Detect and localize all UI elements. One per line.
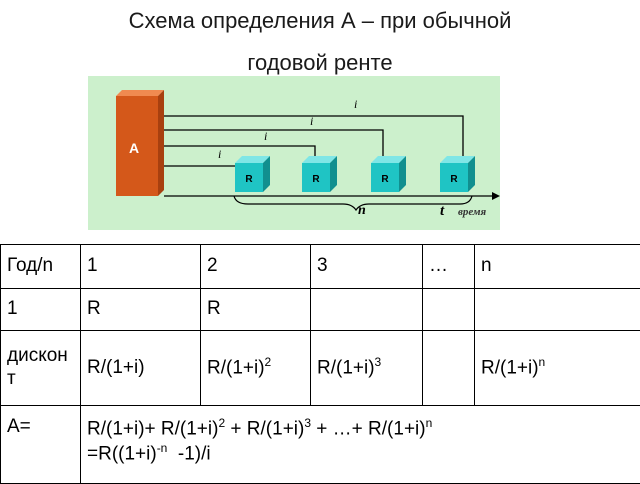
discount-term-n: R/(1+i) (481, 358, 539, 379)
annuity-scheme-diagram: А i i i i R R (88, 76, 500, 230)
formula-cell: R/(1+i)+ R/(1+i)2 + R/(1+i)3 + …+ R/(1+i… (81, 405, 640, 483)
exponent: 2 (265, 355, 272, 369)
period-brace (234, 196, 472, 210)
table-cell: n (475, 245, 640, 289)
payment-cube-1: R (235, 156, 270, 192)
time-label: время (458, 206, 487, 218)
block-a-label: А (129, 140, 139, 156)
formula-part: + …+ R/(1+i) (311, 418, 426, 439)
table-cell: R (201, 289, 311, 331)
table-row: 1 R R (1, 289, 640, 331)
payment-label-2: R (312, 174, 320, 185)
rate-label-2: i (264, 129, 267, 143)
block-a-top (116, 90, 164, 96)
discount-term-2: R/(1+i) (207, 358, 265, 379)
table-cell: 3 (311, 245, 423, 289)
line-to-payment-2 (164, 146, 315, 156)
n-label: n (358, 203, 366, 218)
table-cell: 2 (201, 245, 311, 289)
formula-part: + R/(1+i) (225, 418, 304, 439)
rate-label-1: i (218, 147, 221, 161)
rate-label-n: i (354, 97, 357, 111)
formula-part: -1)/i (167, 443, 210, 464)
annuity-table: Год/n 1 2 3 … n 1 R R дисконт R/(1+i) R/… (0, 244, 640, 484)
discount-term-1: R/(1+i) (87, 357, 145, 378)
table-cell: дисконт (1, 331, 81, 405)
table-cell: R/(1+i)n (475, 331, 640, 405)
table-cell (311, 289, 423, 331)
slide-title-line1: Схема определения А – при обычной (0, 8, 640, 34)
formula-part: R/(1+i)+ R/(1+i) (87, 418, 218, 439)
table-row: Год/n 1 2 3 … n (1, 245, 640, 289)
table-row: дисконт R/(1+i) R/(1+i)2 R/(1+i)3 R/(1+i… (1, 331, 640, 405)
payment-cube-3: R (371, 156, 406, 192)
payment-cube-2: R (302, 156, 337, 192)
table-cell: Год/n (1, 245, 81, 289)
slide-title-line2: годовой ренте (0, 50, 640, 76)
table-cell: R/(1+i)3 (311, 331, 423, 405)
table-row: A= R/(1+i)+ R/(1+i)2 + R/(1+i)3 + …+ R/(… (1, 405, 640, 483)
table-cell (423, 331, 475, 405)
table-cell: … (423, 245, 475, 289)
table-cell: R/(1+i)2 (201, 331, 311, 405)
discount-label: дисконт (7, 345, 68, 389)
t-label: t (440, 203, 445, 219)
payment-label-n: R (450, 174, 458, 185)
payment-cube-n: R (440, 156, 475, 192)
exponent: n (426, 416, 433, 430)
line-to-payment-n (164, 116, 463, 156)
rate-label-3: i (310, 114, 313, 128)
table-cell: A= (1, 405, 81, 483)
block-a-side (158, 90, 164, 196)
exponent: n (539, 355, 546, 369)
line-to-payment-3 (164, 130, 383, 156)
table-cell: R (81, 289, 201, 331)
exponent: -n (157, 441, 168, 455)
table-cell (423, 289, 475, 331)
exponent: 3 (375, 355, 382, 369)
time-axis-arrow (492, 192, 500, 200)
table-cell (475, 289, 640, 331)
formula-part: =R((1+i) (87, 443, 157, 464)
payment-label-3: R (381, 174, 389, 185)
discount-term-3: R/(1+i) (317, 358, 375, 379)
table-cell: 1 (81, 245, 201, 289)
payment-label-1: R (245, 174, 253, 185)
table-cell: R/(1+i) (81, 331, 201, 405)
table-cell: 1 (1, 289, 81, 331)
